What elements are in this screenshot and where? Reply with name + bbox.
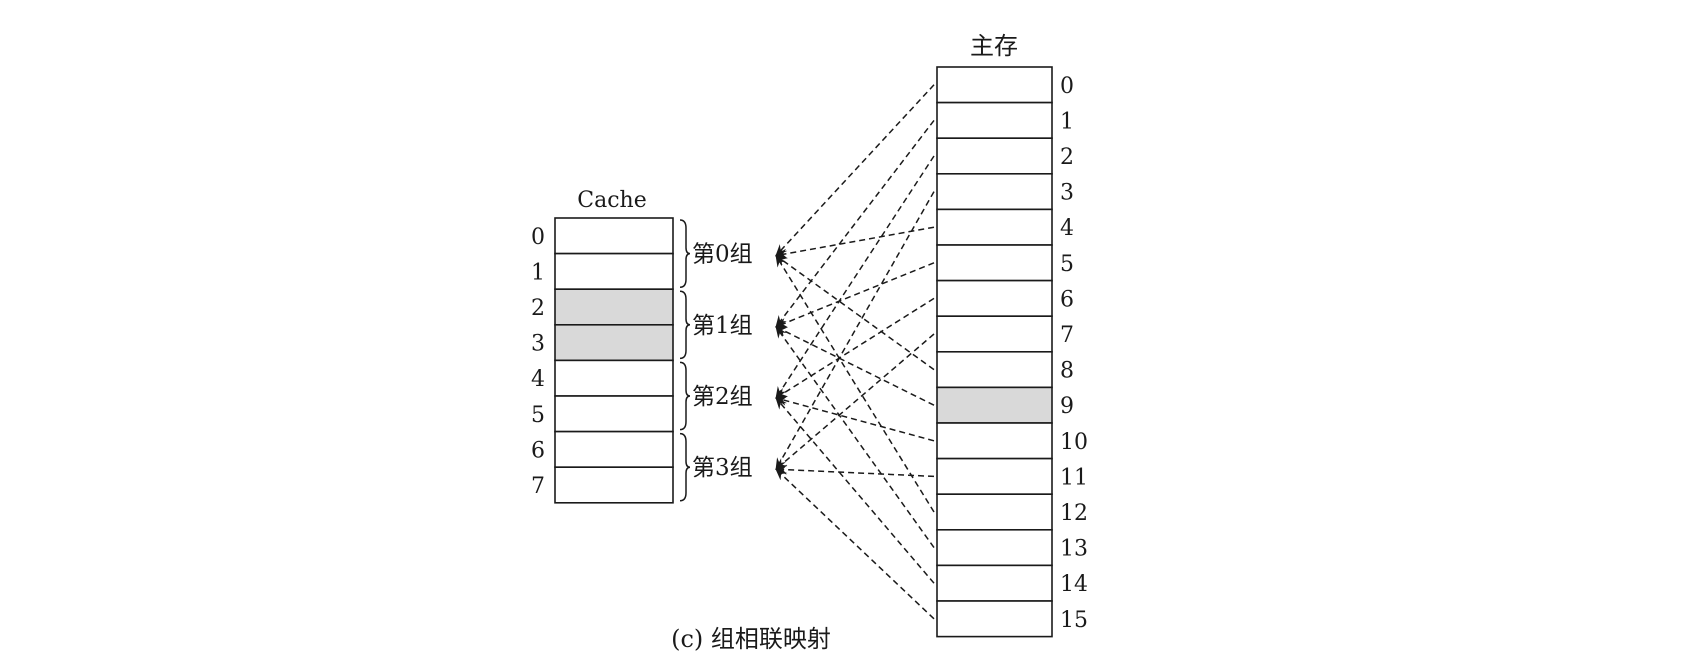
memory-row-label: 1 xyxy=(1060,109,1074,134)
cache-block-3 xyxy=(554,323,674,362)
memory-row-label: 2 xyxy=(1060,145,1074,170)
memory-block-2 xyxy=(936,137,1053,175)
mapping-arrow-7-to-group-3 xyxy=(775,333,935,470)
memory-row-label: 7 xyxy=(1060,323,1074,348)
cache-blocks: 0 1 2 3 4 5 6 7 xyxy=(531,217,674,504)
memory-row-label: 5 xyxy=(1060,252,1074,277)
mapping-arrow-9-to-group-1 xyxy=(775,326,935,406)
memory-block-9 xyxy=(936,386,1053,424)
memory-block-10 xyxy=(936,422,1053,460)
cache-row-label: 1 xyxy=(531,260,545,285)
memory-block-5 xyxy=(936,244,1053,282)
mapping-arrow-12-to-group-0 xyxy=(775,254,935,513)
memory-row-label: 12 xyxy=(1060,501,1088,526)
memory-block-4 xyxy=(936,208,1053,246)
cache-block-6 xyxy=(554,430,674,469)
figure-caption: (c) 组相联映射 xyxy=(671,625,831,652)
cache-block-0 xyxy=(554,217,674,255)
group-label-1: 第1组 xyxy=(692,313,753,339)
memory-block-12 xyxy=(936,493,1053,531)
mapping-arrow-11-to-group-3 xyxy=(775,464,935,478)
main-memory-title: 主存 xyxy=(970,32,1018,60)
memory-block-14 xyxy=(936,564,1053,602)
group-label-0: 第0组 xyxy=(692,242,753,268)
cache-row-label: 3 xyxy=(531,332,545,357)
memory-block-15 xyxy=(936,600,1053,638)
cache-row-label: 2 xyxy=(531,296,545,321)
group-label-2: 第2组 xyxy=(692,384,753,410)
memory-block-13 xyxy=(936,528,1053,567)
memory-row-label: 3 xyxy=(1060,181,1074,206)
mapping-arrow-3-to-group-3 xyxy=(775,191,935,471)
mapping-arrow-15-to-group-3 xyxy=(775,468,935,620)
cache-block-4 xyxy=(554,359,674,397)
mapping-arrow-5-to-group-1 xyxy=(775,262,935,328)
mapping-arrow-1-to-group-1 xyxy=(775,119,935,328)
cache-block-5 xyxy=(554,395,674,433)
mapping-arrow-2-to-group-2 xyxy=(775,155,935,399)
memory-block-0 xyxy=(936,66,1053,104)
memory-row-label: 4 xyxy=(1060,216,1074,241)
cache-row-label: 0 xyxy=(531,225,545,250)
group-brace-2 xyxy=(679,361,691,431)
memory-block-1 xyxy=(936,101,1053,139)
memory-block-3 xyxy=(936,173,1053,211)
mapping-arrow-8-to-group-0 xyxy=(775,254,935,371)
mapping-arrow-14-to-group-2 xyxy=(775,397,935,584)
mapping-arrow-4-to-group-0 xyxy=(775,226,935,259)
mapping-arrow-13-to-group-1 xyxy=(775,325,935,549)
group-brace-1 xyxy=(679,290,691,360)
mapping-arrow-6-to-group-2 xyxy=(775,297,935,399)
group-brace-0 xyxy=(679,219,691,288)
memory-block-11 xyxy=(936,457,1053,496)
memory-row-label: 14 xyxy=(1060,572,1088,597)
memory-row-label: 0 xyxy=(1060,74,1074,99)
cache-row-label: 5 xyxy=(531,403,545,428)
memory-row-label: 6 xyxy=(1060,287,1074,312)
memory-row-label: 10 xyxy=(1060,430,1088,455)
cache-row-label: 6 xyxy=(531,438,545,463)
cache-title: Cache xyxy=(577,188,646,213)
mapping-arrow-0-to-group-0 xyxy=(775,84,935,257)
memory-row-label: 9 xyxy=(1060,394,1074,419)
group-label-3: 第3组 xyxy=(692,455,753,481)
mapping-lines xyxy=(775,84,935,620)
memory-row-label: 13 xyxy=(1060,537,1088,562)
memory-row-label: 15 xyxy=(1060,608,1088,633)
cache-block-7 xyxy=(554,466,674,504)
cache-block-2 xyxy=(554,288,674,326)
memory-row-label: 11 xyxy=(1060,465,1088,490)
group-brace-3 xyxy=(679,432,691,502)
memory-row-label: 8 xyxy=(1060,359,1074,384)
cache-row-label: 4 xyxy=(531,367,545,392)
cache-block-1 xyxy=(554,252,674,291)
memory-block-8 xyxy=(936,350,1053,389)
cache-row-label: 7 xyxy=(531,474,545,499)
memory-block-7 xyxy=(936,315,1053,353)
memory-block-6 xyxy=(936,279,1053,318)
mapping-arrow-10-to-group-2 xyxy=(775,396,935,442)
